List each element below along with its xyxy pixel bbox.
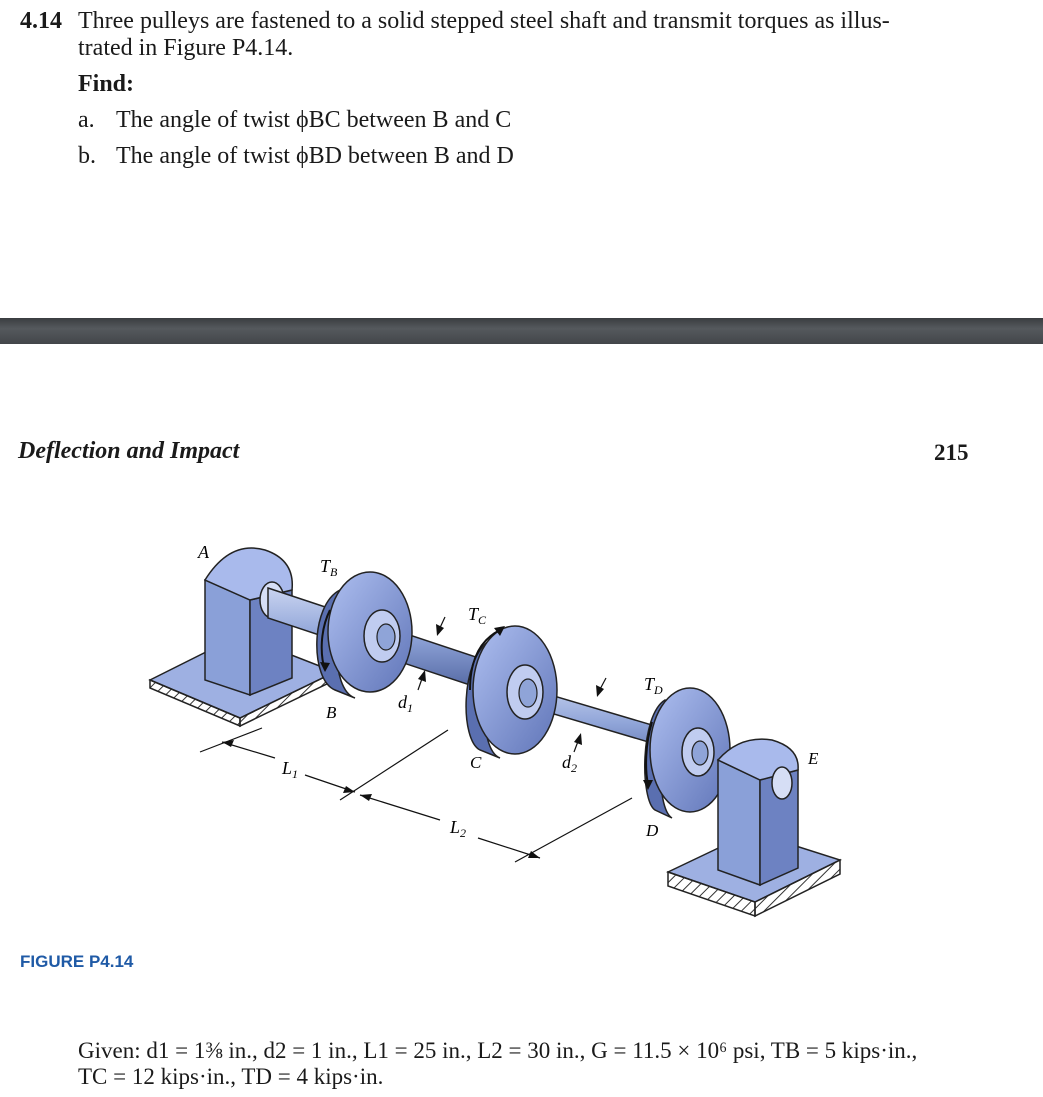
figure-caption: FIGURE P4.14 — [20, 952, 134, 971]
find-item-a: a. The angle of twist ϕBC between B and C — [78, 107, 511, 134]
label-d2: d2 — [562, 752, 577, 775]
chapter-header-title: Deflection and Impact — [18, 438, 240, 464]
right-bearing-block — [716, 738, 799, 887]
problem-number: 4.14 — [20, 8, 62, 34]
problem-statement-line1: Three pulleys are fastened to a solid st… — [78, 8, 890, 34]
label-td: TD — [644, 674, 663, 697]
label-e: E — [807, 749, 819, 768]
label-tc: TC — [468, 604, 487, 627]
find-item-b: b. The angle of twist ϕBD between B and D — [78, 143, 514, 170]
label-d: D — [645, 821, 659, 840]
problem-statement: 4.14 Three pulleys are fastened to a soli… — [20, 8, 1020, 62]
pulley-b — [316, 571, 413, 699]
problem-statement-line2: trated in Figure P4.14. — [78, 35, 294, 61]
find-label: Find: — [78, 71, 135, 97]
dimension-arrowheads — [222, 624, 604, 858]
pulley-c — [465, 625, 558, 759]
find-item-b-text: The angle of twist ϕBD between B and D — [116, 143, 514, 169]
find-item-a-label: a. — [78, 107, 95, 133]
label-tb: TB — [320, 556, 338, 579]
find-item-a-text: The angle of twist ϕBC between B and C — [116, 107, 512, 133]
find-item-b-label: b. — [78, 143, 96, 169]
label-c: C — [470, 753, 482, 772]
page-divider — [0, 318, 1043, 344]
given-data: Given: d1 = 1⅜ in., d2 = 1 in., L1 = 25 … — [78, 1038, 1028, 1090]
given-line2: TC = 12 kips·in., TD = 4 kips·in. — [78, 1064, 384, 1089]
figure-p414-drawing: A TB B d1 TC C d2 TD D E L1 L2 — [148, 542, 842, 918]
label-l2: L2 — [449, 817, 466, 840]
pulley-d — [643, 687, 731, 819]
label-b: B — [326, 703, 337, 722]
label-l1: L1 — [281, 758, 298, 781]
given-line1: Given: d1 = 1⅜ in., d2 = 1 in., L1 = 25 … — [78, 1038, 918, 1063]
label-a: A — [197, 542, 210, 562]
page-number: 215 — [934, 440, 969, 465]
label-d1: d1 — [398, 692, 413, 715]
